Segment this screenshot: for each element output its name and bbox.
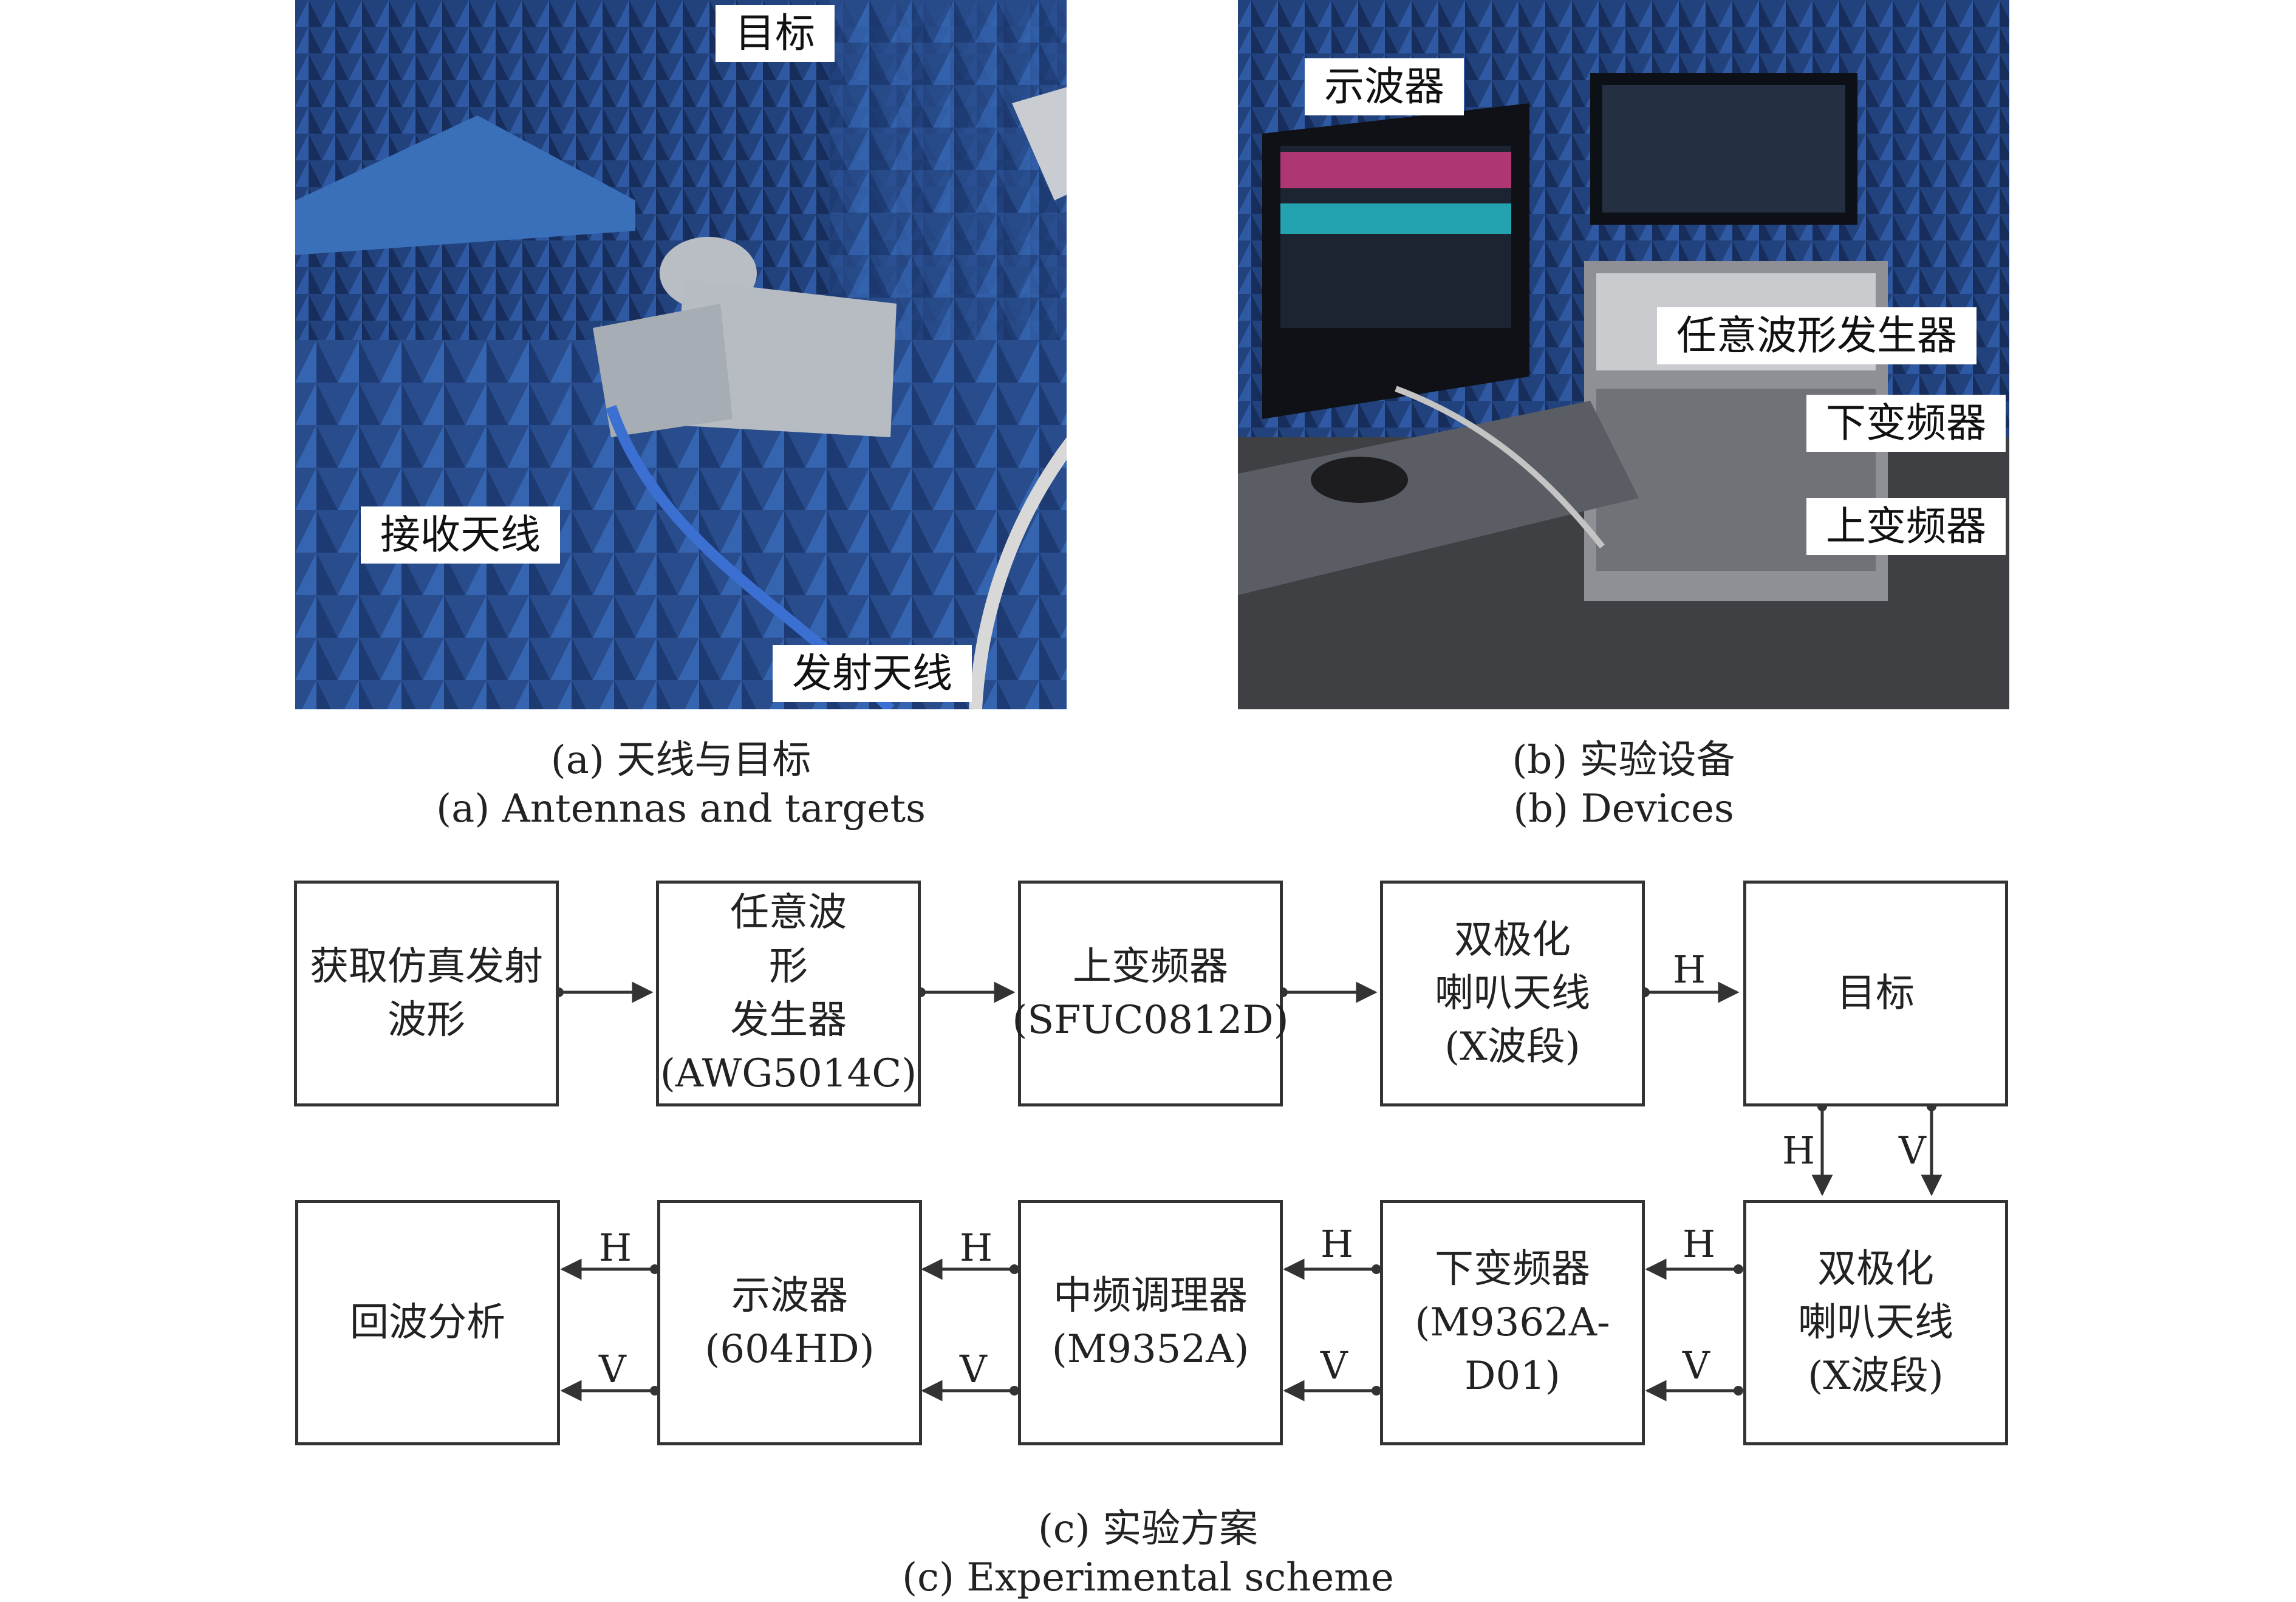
block-target-text: 目标 — [1837, 970, 1915, 1016]
caption-b-cn: (b) 实验设备 — [1512, 738, 1735, 783]
label-downconverter: 下变频器 — [1806, 395, 2006, 452]
block-tx-horn-antenna: 双极化 喇叭天线 (X波段) — [1380, 881, 1645, 1106]
caption-a-cn: (a) 天线与目标 — [550, 738, 811, 783]
caption-c: (c) 实验方案 (c) Experimental scheme — [790, 1505, 1506, 1602]
label-upconverter: 上变频器 — [1806, 498, 2006, 555]
block-upconverter: 上变频器 (SFUC0812D) — [1012, 881, 1289, 1106]
block-oscilloscope: 示波器 (604HD) — [657, 1200, 922, 1445]
signal-label-v: V — [960, 1347, 987, 1391]
label-transmit-antenna: 发射天线 — [773, 645, 972, 702]
signal-label-h: H — [1683, 1222, 1716, 1266]
block-target: 目标 — [1743, 881, 2008, 1106]
photo-devices: 示波器 任意波形发生器 下变频器 上变频器 — [1238, 0, 2009, 709]
caption-a-en: (a) Antennas and targets — [436, 786, 926, 831]
label-oscilloscope: 示波器 — [1305, 58, 1464, 115]
caption-c-cn: (c) 实验方案 — [1037, 1507, 1259, 1552]
block-if-conditioner: 中频调理器 (M9352A) — [1018, 1200, 1283, 1445]
block-acquire-waveform: 获取仿真发射 波形 — [294, 881, 559, 1106]
signal-label-v: V — [599, 1347, 626, 1391]
caption-b: (b) 实验设备 (b) Devices — [1238, 736, 2009, 833]
caption-a: (a) 天线与目标 (a) Antennas and targets — [295, 736, 1067, 833]
block-oscilloscope-text: 示波器 (604HD) — [705, 1273, 875, 1372]
signal-label-v: V — [1683, 1343, 1710, 1388]
label-receive-antenna: 接收天线 — [361, 506, 560, 564]
block-awg-text: 任意波 形 发生器 (AWG5014C) — [660, 890, 917, 1097]
signal-label-h: H — [1782, 1128, 1816, 1173]
signal-label-h: H — [599, 1225, 632, 1270]
block-echo-analysis-text: 回波分析 — [350, 1300, 505, 1345]
signal-label-h: H — [1321, 1222, 1354, 1266]
block-downconverter-text: 下变频器 (M9362A-D01) — [1415, 1246, 1610, 1399]
signal-label-v: V — [1321, 1343, 1348, 1388]
block-echo-analysis: 回波分析 — [295, 1200, 560, 1445]
block-awg: 任意波 形 发生器 (AWG5014C) — [656, 881, 921, 1106]
anechoic-chamber-image — [295, 0, 1067, 709]
caption-b-en: (b) Devices — [1513, 786, 1734, 831]
block-upconverter-text: 上变频器 (SFUC0812D) — [1012, 944, 1289, 1043]
block-if-conditioner-text: 中频调理器 (M9352A) — [1051, 1273, 1249, 1372]
block-downconverter: 下变频器 (M9362A-D01) — [1380, 1200, 1645, 1445]
block-acquire-waveform-text: 获取仿真发射 波形 — [310, 944, 543, 1043]
photo-antennas-targets: 目标 接收天线 发射天线 — [295, 0, 1067, 709]
signal-label-h: H — [960, 1225, 993, 1270]
block-rx-horn-antenna: 双极化 喇叭天线 (X波段) — [1743, 1200, 2008, 1445]
signal-label-v: V — [1899, 1128, 1926, 1173]
block-tx-horn-antenna-text: 双极化 喇叭天线 (X波段) — [1435, 917, 1590, 1070]
label-awg: 任意波形发生器 — [1657, 307, 1977, 364]
caption-c-en: (c) Experimental scheme — [902, 1555, 1394, 1600]
label-target: 目标 — [716, 5, 835, 62]
block-rx-horn-antenna-text: 双极化 喇叭天线 (X波段) — [1798, 1246, 1953, 1399]
signal-label-h: H — [1673, 947, 1706, 992]
